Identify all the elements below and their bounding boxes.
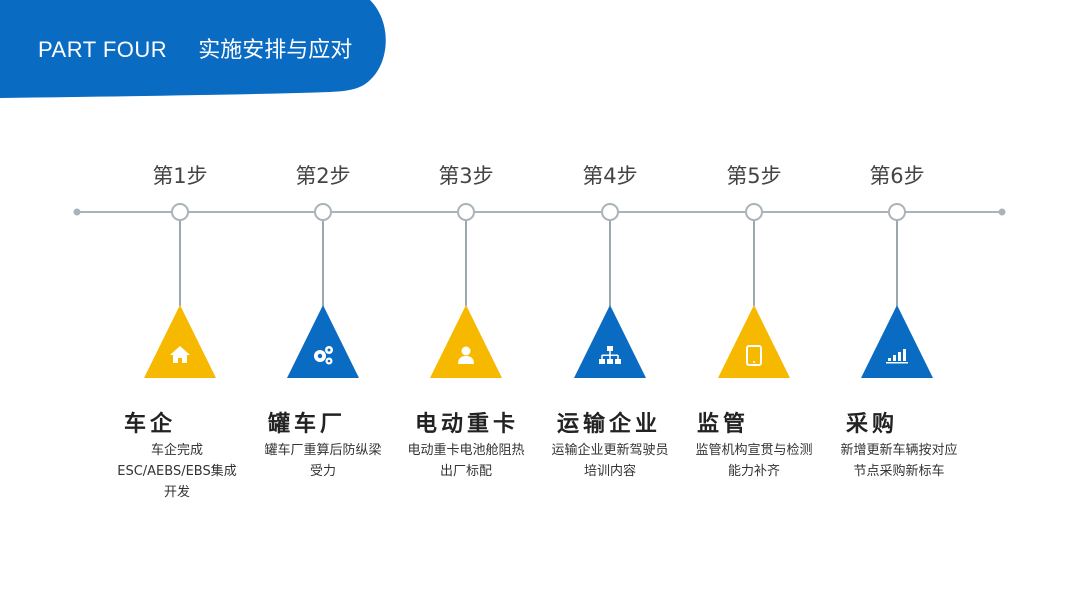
step-node xyxy=(745,203,763,221)
tablet-icon xyxy=(746,345,762,366)
step-node xyxy=(888,203,906,221)
step-triangle xyxy=(861,305,933,378)
step-label: 第6步 xyxy=(869,164,925,188)
step-description: 监管机构宣贯与检测能力补齐 xyxy=(695,443,813,479)
step-triangle xyxy=(287,305,359,378)
axis-start-dot xyxy=(73,208,81,216)
gears-icon xyxy=(314,346,333,365)
step-heading: 罐车厂 xyxy=(268,412,347,437)
step-description: 新增更新车辆按对应节点采购新标车 xyxy=(840,443,958,479)
step-heading: 采购 xyxy=(846,412,899,437)
step-heading: 监管 xyxy=(697,412,750,437)
step-label: 第1步 xyxy=(152,164,208,188)
step-description: 运输企业更新驾驶员培训内容 xyxy=(551,443,669,479)
step-label: 第4步 xyxy=(582,164,638,188)
step-label: 第3步 xyxy=(438,164,494,188)
step-triangle xyxy=(718,305,790,378)
header-banner xyxy=(0,0,386,98)
step-node xyxy=(457,203,475,221)
header: PART FOUR 实施安排与应对 xyxy=(38,32,352,64)
step-heading: 电动重卡 xyxy=(415,412,520,437)
step-triangle xyxy=(574,305,646,378)
step-node xyxy=(601,203,619,221)
step-description: 电动重卡电池舱阻热出厂标配 xyxy=(407,443,525,479)
org-chart-icon xyxy=(599,346,621,364)
user-icon xyxy=(458,346,474,364)
step-triangle xyxy=(430,305,502,378)
part-label: PART FOUR xyxy=(38,37,168,62)
section-title: 实施安排与应对 xyxy=(198,38,353,63)
step-heading: 运输企业 xyxy=(557,412,662,437)
step-heading: 车企 xyxy=(124,412,177,437)
step-label: 第5步 xyxy=(726,164,782,188)
home-icon xyxy=(170,346,190,363)
step-node xyxy=(171,203,189,221)
step-label: 第2步 xyxy=(295,164,351,188)
step-node xyxy=(314,203,332,221)
axis-end-dot xyxy=(998,208,1006,216)
step-description: 罐车厂重算后防纵梁受力 xyxy=(264,443,382,479)
step-triangle xyxy=(144,305,216,378)
step-description: 车企完成ESC/AEBS/EBS集成开发 xyxy=(117,443,237,500)
bar-signal-icon xyxy=(886,349,908,364)
